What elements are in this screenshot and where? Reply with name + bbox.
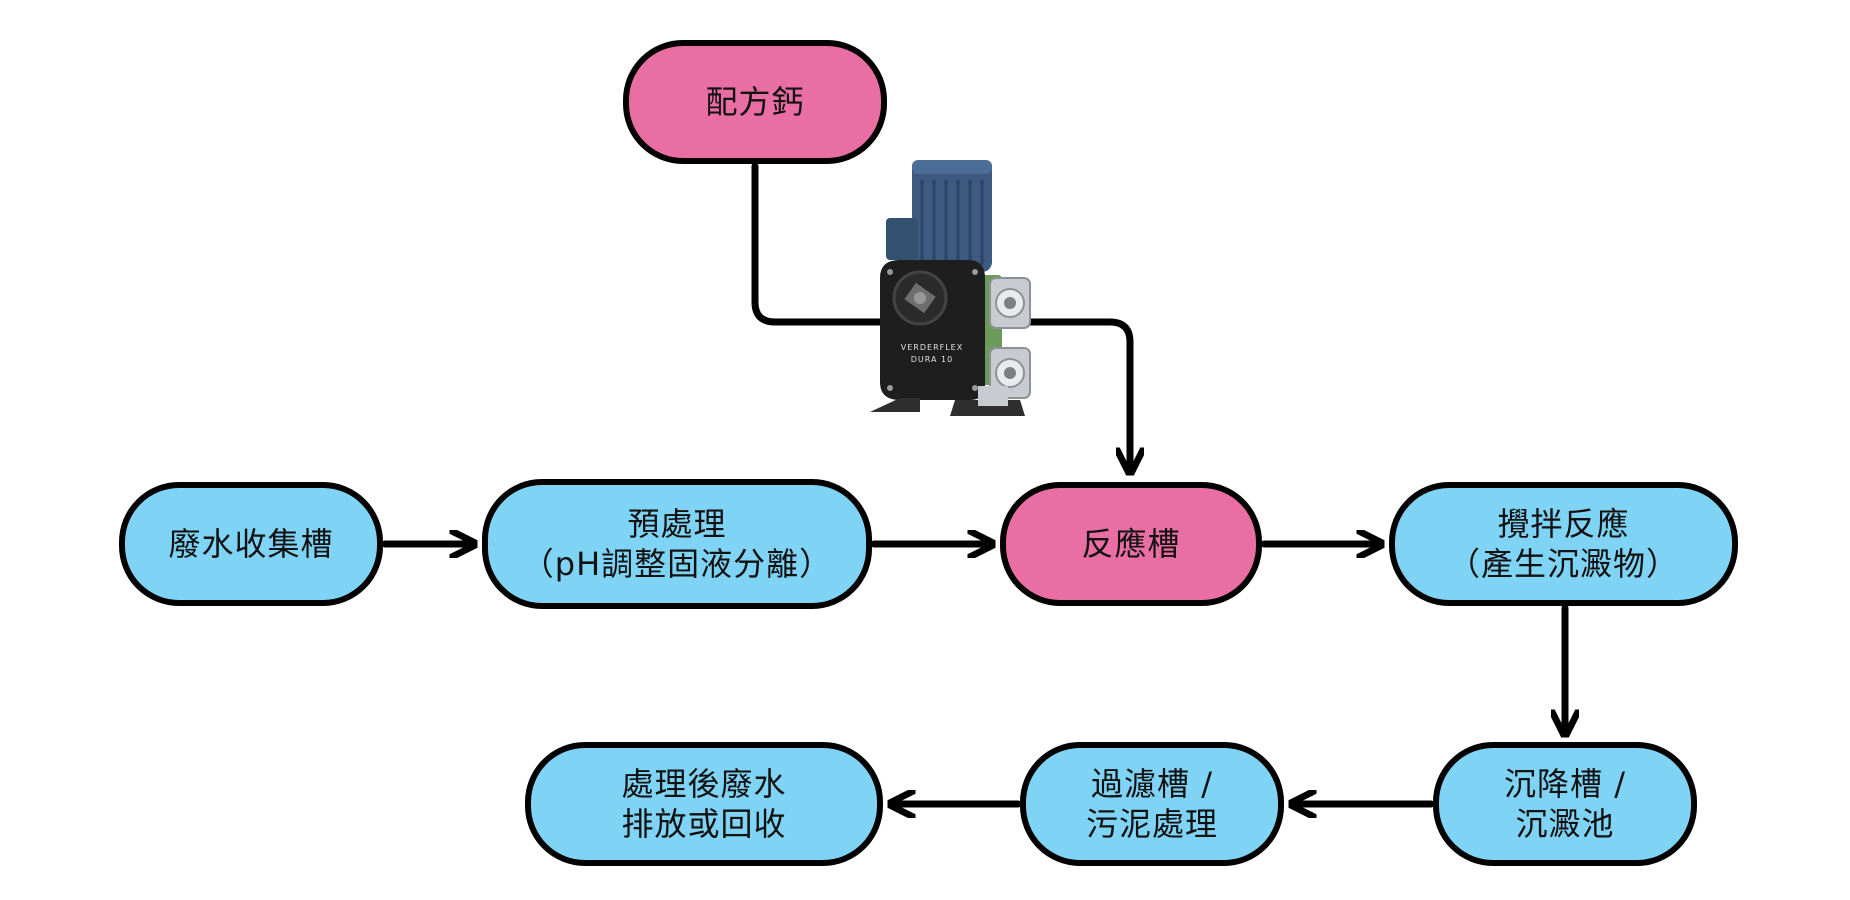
node-label: 過濾槽 / — [1091, 765, 1213, 803]
pump-model-label: DURA 10 — [911, 355, 953, 364]
pump-brand-label: VERDERFLEX — [901, 343, 963, 352]
node-sublabel: 污泥處理 — [1085, 805, 1218, 843]
node-label: 反應槽 — [1081, 525, 1181, 563]
pump-terminal-box — [886, 218, 918, 260]
node-label: 處理後廢水 — [621, 765, 787, 803]
node-sublabel: （pH調整固液分離） — [521, 545, 833, 583]
node-settling-tank: 沉降槽 / 沉澱池 — [1433, 742, 1697, 866]
node-treated-discharge: 處理後廢水 排放或回收 — [525, 742, 883, 866]
node-sublabel: 排放或回收 — [621, 805, 787, 843]
node-pretreatment: 預處理 （pH調整固液分離） — [482, 479, 872, 609]
node-filter-tank: 過濾槽 / 污泥處理 — [1020, 742, 1284, 866]
node-label: 沉降槽 / — [1504, 765, 1626, 803]
node-sublabel: 沉澱池 — [1515, 805, 1615, 843]
pump-flanges — [989, 277, 1031, 399]
node-wastewater-collection-tank: 廢水收集槽 — [119, 482, 383, 606]
node-label: 配方鈣 — [705, 83, 805, 121]
peristaltic-pump-icon: VERDERFLEX DURA 10 — [870, 160, 1031, 416]
node-stirring-reaction: 攪拌反應 （產生沉澱物） — [1389, 482, 1738, 606]
pump-motor — [912, 160, 992, 272]
node-label: 攪拌反應 — [1497, 505, 1630, 543]
node-reaction-tank: 反應槽 — [1000, 482, 1262, 606]
node-formula-calcium: 配方鈣 — [623, 40, 887, 164]
node-label: 廢水收集槽 — [168, 525, 334, 563]
node-sublabel: （產生沉澱物） — [1447, 545, 1679, 583]
pump-foot-left — [870, 398, 920, 412]
node-label: 預處理 — [627, 505, 727, 543]
